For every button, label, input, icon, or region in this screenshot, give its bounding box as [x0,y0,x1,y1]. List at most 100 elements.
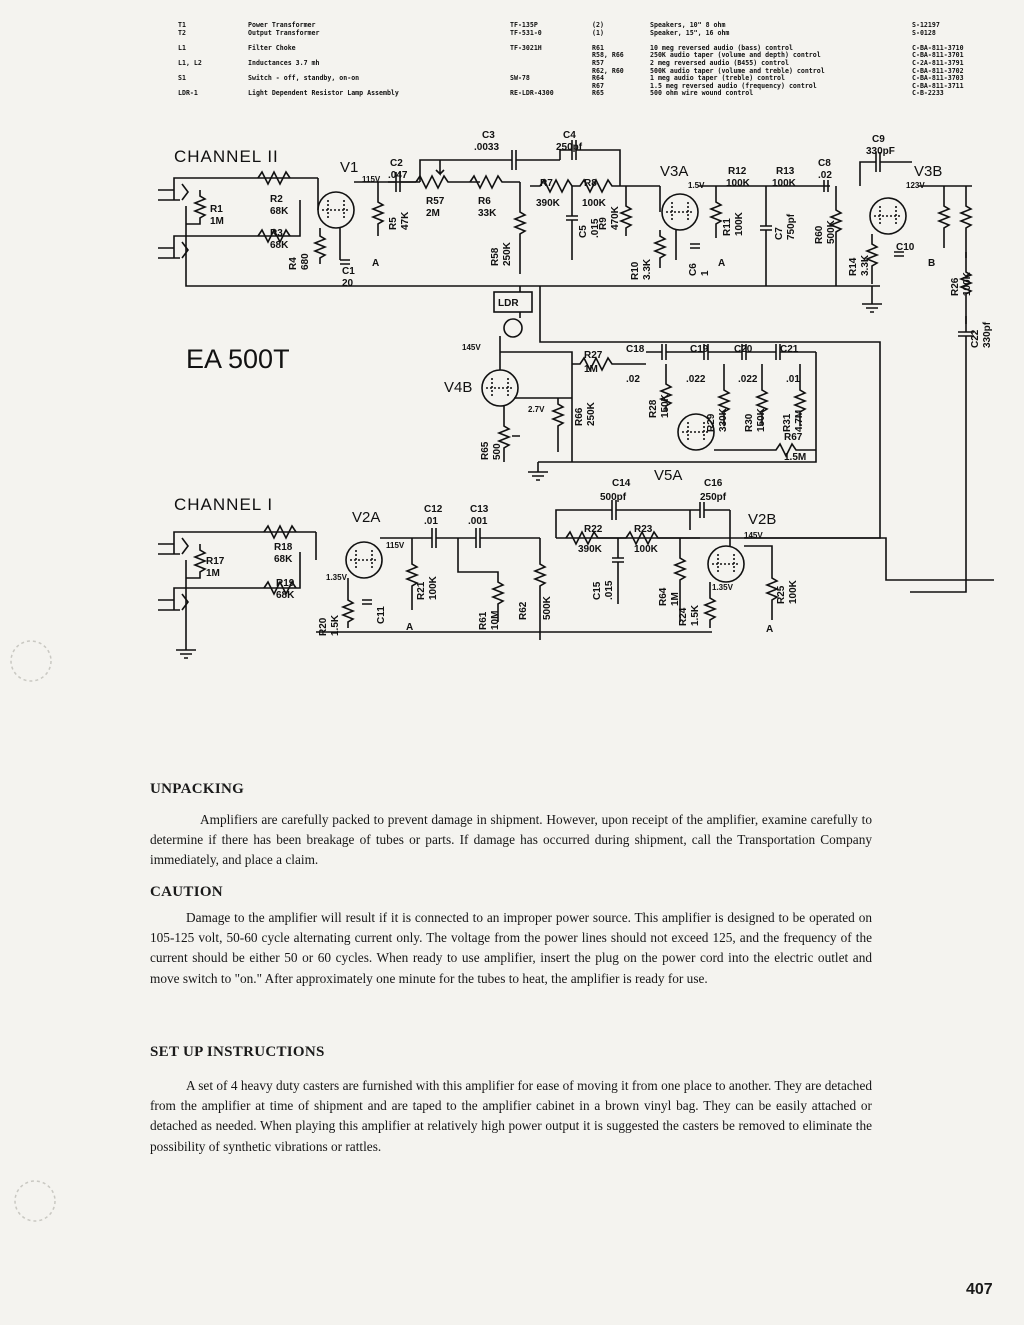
c4-value: 250pf [556,142,583,153]
r65-label: R65 [480,441,491,460]
c8-value: .02 [818,170,832,181]
part-ref: T1 [178,21,186,29]
r4-label: R4 [288,257,299,270]
r7-value: 390K [536,198,561,209]
part-number: SW-78 [510,74,530,83]
r20-label: R20 [318,617,329,636]
part-ref: R67 [592,81,604,90]
input-jack [158,235,204,259]
r8-label: R8 [584,178,597,189]
voltage-label: 2.7V [528,405,545,414]
r21-value: 100K [428,575,439,600]
r61-value: 10M [490,611,501,630]
r26-value: 100K [962,271,973,296]
part-ref: T2 [178,28,186,37]
schematic-diagram: CHANNEL II R1 1M R2 68K R3 68K V1 115V [158,130,994,659]
part-desc: Speakers, 10" 8 ohm [650,21,726,29]
c20-label: C20 [734,344,753,355]
parts-row: S1 Switch - off, standby, on-on SW-78 R6… [178,75,978,83]
r18-label: R18 [274,542,293,553]
part-number: C-2A-811-3791 [912,58,964,67]
part-ref: R62, R60 [592,66,624,75]
r64-label: R64 [658,587,669,606]
ldr-assembly [493,286,881,539]
c20-value: .022 [738,374,758,385]
r22-label: R22 [584,524,603,535]
c21-label: C21 [780,344,799,355]
r1-label: R1 [210,204,223,215]
r4-value: 680 [300,253,311,270]
r19-value: 68K [276,590,295,601]
c13-label: C13 [470,504,489,515]
voltage-label: 123V [906,181,925,190]
part-number: TF-3021H [510,43,542,52]
part-ref: R65 [592,89,604,98]
c2-label: C2 [390,158,403,169]
tube-v5a [677,413,715,451]
v2a-label: V2A [352,509,380,526]
part-number: C-BA-811-3711 [912,81,964,90]
c16-value: 250pf [700,492,727,503]
voltage-label: 1.35V [326,573,348,582]
c14-label: C14 [612,478,631,489]
r24-label: R24 [678,607,689,626]
part-desc: Output Transformer [248,28,320,37]
part-number: TF-531-0 [510,28,542,37]
r58-label: R58 [490,247,501,266]
c6-label: C6 [688,263,699,276]
r61-label: R61 [478,611,489,630]
c19-value: .022 [686,374,706,385]
part-number: S-12197 [912,21,940,29]
c9-label: C9 [872,134,885,145]
r6-value: 33K [478,208,497,219]
r23-label: R23 [634,524,653,535]
voltage-label: 1.5V [688,181,705,190]
r66-label: R66 [574,407,585,426]
r28-value: 150K [660,393,671,418]
r30-label: R30 [744,413,755,432]
part-number: C-BA-811-3701 [912,51,964,60]
channel-1-label: CHANNEL I [174,495,273,514]
part-desc: 1.5 meg reversed audio (frequency) contr… [650,81,817,90]
part-number: C-BA-811-3702 [912,66,964,75]
v1-label: V1 [340,159,358,176]
tube-v1 [317,191,355,229]
r1-value: 1M [210,216,224,227]
part-number: S-0128 [912,28,936,37]
section-heading: CAUTION [150,884,223,900]
part-ref: LDR-1 [178,89,198,98]
punch-hole-mark [10,640,52,682]
r31-label: R31 [782,413,793,432]
r14-value: 3.3K [860,254,871,276]
part-desc: Switch - off, standby, on-on [248,74,360,83]
c12-label: C12 [424,504,443,515]
r25-label: R25 [776,585,787,604]
part-desc: Speaker, 15", 16 ohm [650,28,730,37]
ref-a: A [372,258,379,269]
r19-label: R19 [276,578,295,589]
v4b-label: V4B [444,379,472,396]
parts-row: T2 Output Transformer TF-531-0 (1) Speak… [178,28,978,38]
c15-label: C15 [592,581,603,600]
parts-row [178,37,978,45]
voltage-label: 115V [386,541,405,550]
v2b-label: V2B [748,511,776,528]
r3-label: R3 [270,228,283,239]
part-number: TF-135P [510,21,538,29]
v5a-label: V5A [654,467,682,484]
r11-label: R11 [722,218,733,236]
r11-value: 100K [734,211,745,236]
r23-value: 100K [634,544,659,555]
part-ref: R58, R66 [592,51,624,60]
c9-value: 330pF [866,146,895,157]
section-heading: UNPACKING [150,781,245,797]
r13-value: 100K [772,178,797,189]
c5-value: .015 [590,218,601,238]
r27-label: R27 [584,350,603,361]
part-number: RE-LDR-4300 [510,89,554,98]
r29-value: 330K [718,407,729,432]
c7-label: C7 [774,227,785,240]
r26-label: R26 [950,277,961,296]
section-heading: SET UP INSTRUCTIONS [150,1044,325,1060]
voltage-label: 115V [362,175,381,184]
